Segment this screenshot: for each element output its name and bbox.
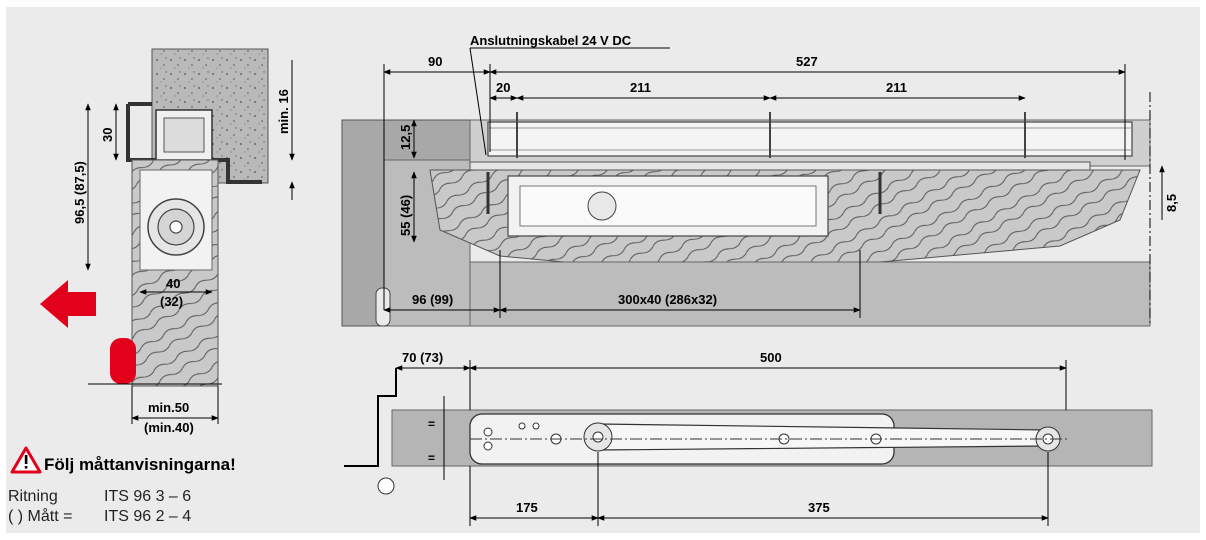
drawing-ref-line: Ritning ITS 96 3 – 6 — [8, 488, 191, 506]
dim-40: 40 — [166, 276, 180, 291]
dim-70: 70 (73) — [402, 350, 443, 365]
dim-211-right: 211 — [886, 80, 907, 95]
dim-55: 55 (46) — [398, 195, 413, 236]
notice-title: Följ måttanvisningarna! — [44, 455, 236, 474]
plan-view: = = — [344, 360, 1153, 526]
dim-30: 30 — [100, 128, 115, 142]
dim-175: 175 — [516, 500, 538, 515]
dim-min-50: min.50 — [148, 400, 189, 415]
dim-96-5: 96,5 (87,5) — [72, 161, 87, 224]
dim-8-5: 8,5 — [1164, 194, 1179, 212]
svg-text:=: = — [428, 451, 435, 465]
dim-90: 90 — [428, 54, 442, 69]
dim-527: 527 — [796, 54, 818, 69]
dim-min-40: (min.40) — [144, 420, 194, 435]
dimension-labels: Anslutningskabel 24 V DC 90 527 20 211 2… — [72, 33, 1179, 515]
cross-section-view — [40, 48, 295, 424]
drawing-ref-label: Ritning — [8, 488, 58, 505]
svg-text:=: = — [428, 417, 435, 431]
cable-label: Anslutningskabel 24 V DC — [470, 33, 632, 48]
measure-ref-line: ( ) Mått = ITS 96 2 – 4 — [8, 508, 191, 526]
dim-375: 375 — [808, 500, 830, 515]
door-stop-marker — [110, 338, 136, 384]
dim-500: 500 — [760, 350, 782, 365]
measure-ref-label: ( ) Mått = — [8, 508, 73, 525]
frame-profile — [126, 104, 262, 184]
dim-min-16: min. 16 — [276, 89, 291, 134]
measure-ref-value: ITS 96 2 – 4 — [104, 508, 192, 525]
dim-32: (32) — [160, 294, 183, 309]
dim-211-left: 211 — [630, 80, 651, 95]
dim-20: 20 — [496, 80, 510, 95]
dim-96: 96 (99) — [412, 292, 453, 307]
dim-300x40: 300x40 (286x32) — [618, 292, 717, 307]
dim-12-5: 12,5 — [398, 125, 413, 150]
drawing-ref-value: ITS 96 3 – 6 — [104, 488, 192, 505]
slide-rail — [487, 121, 1133, 157]
front-elevation-view — [341, 47, 1165, 327]
opening-direction-arrow — [40, 280, 96, 328]
warning-icon — [10, 446, 42, 474]
